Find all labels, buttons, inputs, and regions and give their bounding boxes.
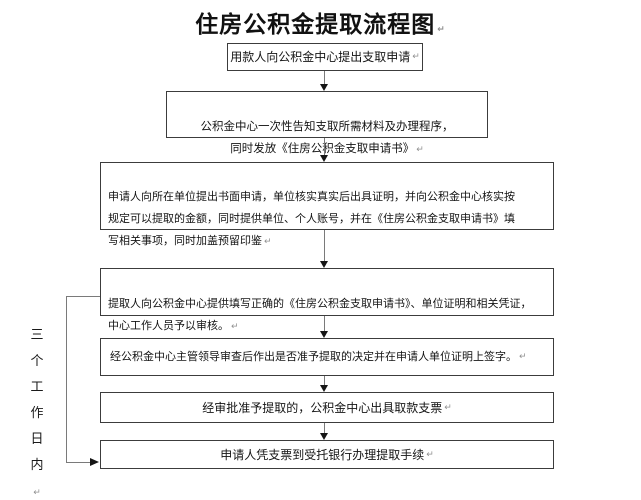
- return-mark: ↵: [264, 237, 272, 247]
- arrow-down-icon: [320, 316, 328, 338]
- flow-step-3: 申请人向所在单位提出书面申请，单位核实真实后出具证明，并向公积金中心核实按 规定…: [100, 162, 554, 247]
- arrow-right-icon: [90, 458, 99, 466]
- bracket-top-line: [66, 296, 100, 297]
- flow-step-3-text: 申请人向所在单位提出书面申请，单位核实真实后出具证明，并向公积金中心核实按 规定…: [108, 190, 515, 247]
- side-label-three-working-days: 三 个 工 作 日 内 ↵: [28, 297, 46, 500]
- side-label-text: 三 个 工 作 日 内: [30, 328, 44, 473]
- flow-step-7-text: 申请人凭支票到受托银行办理提取手续: [220, 447, 425, 462]
- return-mark: ↵: [33, 488, 41, 498]
- flow-step-2-text: 公积金中心一次性告知支取所需材料及办理程序， 同时发放《住房公积金支取申请书》: [200, 119, 454, 155]
- arrow-down-icon: [320, 376, 328, 392]
- flow-step-1: 用款人向公积金中心提出支取申请↵: [227, 43, 423, 71]
- bracket-vertical-line: [66, 296, 67, 463]
- flow-step-4-text: 提取人向公积金中心提供填写正确的《住房公积金支取申请书》、单位证明和相关凭证， …: [108, 297, 532, 332]
- return-mark: ↵: [519, 352, 527, 362]
- flow-step-5-text: 经公积金中心主管领导审查后作出是否准予提取的决定并在申请人单位证明上签字。: [110, 350, 517, 363]
- return-mark: ↵: [437, 25, 446, 35]
- arrow-down-icon: [320, 138, 328, 162]
- return-mark: ↵: [231, 322, 239, 332]
- arrow-down-icon: [320, 71, 328, 91]
- return-mark: ↵: [412, 52, 420, 62]
- arrow-down-icon: [320, 230, 328, 268]
- page-title: 住房公积金提取流程图↵: [0, 5, 641, 39]
- flow-step-1-text: 用款人向公积金中心提出支取申请: [230, 50, 411, 64]
- flow-step-6-text: 经审批准予提取的，公积金中心出具取款支票: [202, 400, 443, 415]
- flow-step-5: 经公积金中心主管领导审查后作出是否准予提取的决定并在申请人单位证明上签字。↵: [100, 338, 554, 376]
- flow-step-6: 经审批准予提取的，公积金中心出具取款支票↵: [100, 392, 554, 423]
- return-mark: ↵: [416, 145, 424, 155]
- return-mark: ↵: [426, 449, 434, 460]
- flow-step-4: 提取人向公积金中心提供填写正确的《住房公积金支取申请书》、单位证明和相关凭证， …: [100, 268, 554, 332]
- arrow-down-icon: [320, 423, 328, 440]
- flow-step-2: 公积金中心一次性告知支取所需材料及办理程序， 同时发放《住房公积金支取申请书》↵: [166, 91, 488, 155]
- bracket-bottom-line: [66, 462, 91, 463]
- flow-step-7: 申请人凭支票到受托银行办理提取手续↵: [100, 440, 554, 469]
- page-title-text: 住房公积金提取流程图: [195, 12, 436, 38]
- return-mark: ↵: [444, 402, 452, 413]
